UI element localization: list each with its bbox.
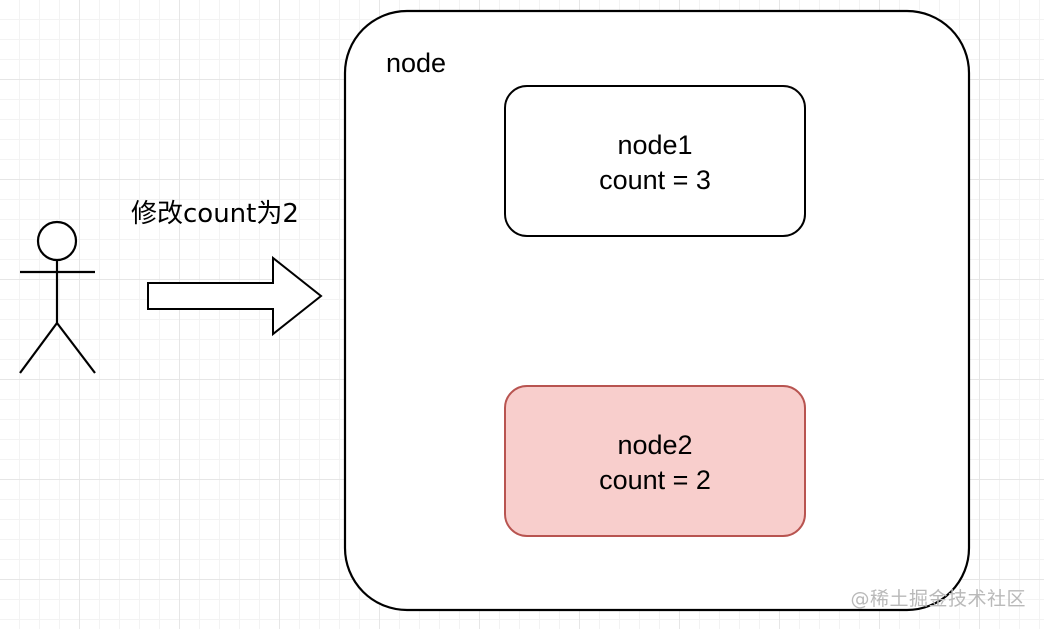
block-arrow-right-icon bbox=[147, 255, 323, 337]
stick-figure-icon bbox=[19, 220, 96, 374]
watermark: @稀土掘金技术社区 bbox=[850, 588, 1026, 610]
node2-name: node2 bbox=[617, 430, 693, 460]
node2-box[interactable] bbox=[504, 385, 806, 537]
node1-count: count = 3 bbox=[599, 165, 711, 195]
node-container-label: node bbox=[386, 48, 447, 78]
node1-name: node1 bbox=[617, 130, 693, 160]
node1-box[interactable] bbox=[504, 85, 806, 237]
node1-text: node1 count = 3 bbox=[505, 128, 805, 198]
node2-text: node2 count = 2 bbox=[505, 428, 805, 498]
node-container[interactable] bbox=[343, 9, 971, 612]
node2-count: count = 2 bbox=[599, 465, 711, 495]
arrow-label: 修改count为2 bbox=[131, 199, 299, 229]
